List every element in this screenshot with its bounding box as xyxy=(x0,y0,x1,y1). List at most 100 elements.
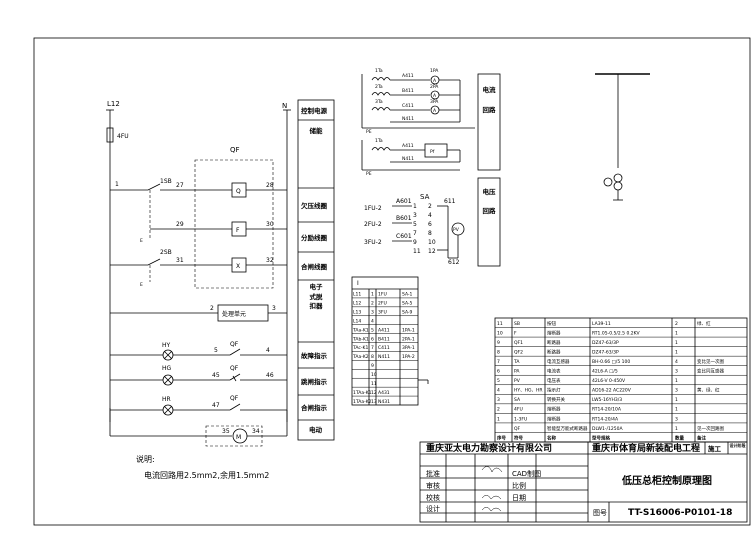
terminal-name: L11 xyxy=(353,292,361,298)
qf-dashed-box xyxy=(194,159,274,289)
svg-text:3FU-2: 3FU-2 xyxy=(364,239,382,246)
svg-text:3: 3 xyxy=(272,305,276,312)
pf-meter xyxy=(424,143,448,158)
parts-cell-name: 熔断器 xyxy=(547,329,561,336)
svg-text:2PA: 2PA xyxy=(430,84,439,90)
role-design: 设计 xyxy=(426,504,440,513)
svg-text:10: 10 xyxy=(428,239,436,246)
function-label-column: 控制电源 储能 欠压线圈 分励线圈 合闸线圈 电子式脱扣器 故障指示 跳闸指示 … xyxy=(297,99,335,441)
svg-text:C411: C411 xyxy=(402,103,414,109)
terminal-number: 8 xyxy=(371,354,374,360)
terminal-name: L14 xyxy=(353,318,361,324)
svg-text:2Ta: 2Ta xyxy=(375,84,383,90)
terminal-code: 2FU xyxy=(378,301,387,307)
phase-label: 施工 xyxy=(708,444,722,453)
func-fault-indicator: 故障指示 xyxy=(301,351,328,360)
parts-cell-name: 断路器 xyxy=(547,348,561,355)
svg-text:HY: HY xyxy=(162,342,171,349)
svg-text:45: 45 xyxy=(212,372,220,379)
svg-text:35: 35 xyxy=(222,428,230,435)
parts-header-sym: 符号 xyxy=(514,434,523,441)
parts-cell-spec: DZ47-63/3P xyxy=(592,349,619,355)
terminal-target: SA-9 xyxy=(402,310,413,316)
svg-text:A411: A411 xyxy=(402,73,414,79)
parts-cell-seq: 3 xyxy=(497,397,500,403)
terminal-name: L13 xyxy=(353,310,361,316)
svg-text:28: 28 xyxy=(266,182,274,189)
sb1-label: 1SB xyxy=(160,178,172,185)
svg-text:HG: HG xyxy=(162,365,172,372)
terminal-number: 7 xyxy=(371,345,374,351)
parts-cell-sym: QF1 xyxy=(514,340,523,346)
parts-cell-spec: DLW1-/1250A xyxy=(592,426,623,432)
svg-text:32: 32 xyxy=(266,257,274,264)
terminal-number: 3 xyxy=(371,310,374,316)
terminal-code: A431 xyxy=(378,390,390,396)
parts-cell-sym: 4FU xyxy=(514,407,523,413)
func-closing-coil: 合闸线圈 xyxy=(300,262,328,271)
svg-text:11: 11 xyxy=(413,248,421,255)
parts-cell-seq: 6 xyxy=(497,369,500,375)
svg-text:PE: PE xyxy=(366,129,372,135)
signature-approve xyxy=(481,466,503,473)
terminal-number: 12 xyxy=(371,390,377,396)
svg-text:PE: PE xyxy=(366,171,372,177)
svg-text:5: 5 xyxy=(413,221,417,228)
terminal-code: A411 xyxy=(378,327,390,333)
parts-header-spec: 型号规格 xyxy=(592,434,610,441)
parts-cell-qty: 1 xyxy=(675,330,678,336)
parts-cell-sym: HY、HG、HR xyxy=(514,388,543,394)
svg-text:12: 12 xyxy=(428,248,436,255)
parts-cell-spec: BH-0.66 □/5 100 xyxy=(592,359,630,365)
fuse-4fu xyxy=(106,127,114,143)
lamp-hg-row: HG 45 QF 46 xyxy=(110,365,287,386)
parts-cell-sym: TA xyxy=(513,359,520,365)
terminal-name: TAb-K1 xyxy=(352,336,369,342)
svg-text:612: 612 xyxy=(448,259,460,266)
project-name: 重庆市体育局新装配电工程 xyxy=(592,442,700,454)
parts-cell-qty: 1 xyxy=(675,397,678,403)
svg-text:29: 29 xyxy=(176,221,184,228)
svg-text:B601: B601 xyxy=(396,215,412,222)
drawing-no-label: 图号 xyxy=(593,509,607,517)
parts-cell-spec: AD16-22 AC220V xyxy=(592,388,632,394)
parts-cell-seq: 1 xyxy=(497,416,500,422)
func-control-power: 控制电源 xyxy=(301,106,328,115)
parts-cell-qty: 4 xyxy=(675,359,678,365)
svg-text:F: F xyxy=(236,227,240,234)
svg-text:611: 611 xyxy=(444,198,456,205)
date-label: 日期 xyxy=(512,494,526,502)
parts-cell-sym: PV xyxy=(514,378,521,384)
phase-label-2: 设计阶段 xyxy=(729,443,746,448)
parts-cell-seq: 5 xyxy=(497,378,500,384)
parts-cell-qty: 3 xyxy=(675,369,678,375)
parts-cell-spec: RT1.05-0.5/2.5 0.2KV xyxy=(592,330,641,336)
company-name: 重庆亚太电力勘察设计有限公司 xyxy=(426,442,552,454)
svg-text:I: I xyxy=(357,280,359,287)
parts-cell-note: 变比同互感器 xyxy=(697,368,724,375)
svg-text:Pf: Pf xyxy=(430,149,435,155)
parts-cell-spec: 42L6-V 0-450V xyxy=(592,378,626,384)
main-control-circuit: L12 N 4FU QF 1 1SB 27 Q 28 29 F 30 E 2SB xyxy=(106,100,291,447)
svg-text:27: 27 xyxy=(176,182,184,189)
terminal-number: 13 xyxy=(371,399,377,405)
svg-text:4: 4 xyxy=(266,347,270,354)
svg-text:B411: B411 xyxy=(402,88,414,94)
svg-text:QF: QF xyxy=(230,341,239,348)
svg-text:3: 3 xyxy=(413,212,417,219)
terminal-number: 1 xyxy=(371,292,374,298)
parts-header-note: 备注 xyxy=(696,434,706,441)
svg-text:1PA: 1PA xyxy=(430,68,439,74)
lamp-hy-row: HY 5 QF 4 xyxy=(110,341,287,361)
parts-cell-name: 电流表 xyxy=(547,368,561,375)
svg-text:7: 7 xyxy=(413,230,417,237)
role-approve: 批准 xyxy=(426,469,440,478)
svg-text:Q: Q xyxy=(236,188,241,195)
cad-label: CAD制图 xyxy=(512,469,541,478)
parts-cell-qty: 1 xyxy=(675,407,678,413)
svg-text:QF: QF xyxy=(230,395,239,402)
terminal-number: 4 xyxy=(371,318,374,324)
processor-unit-label: 处理单元 xyxy=(222,310,246,318)
terminal-number: 2 xyxy=(371,301,374,307)
